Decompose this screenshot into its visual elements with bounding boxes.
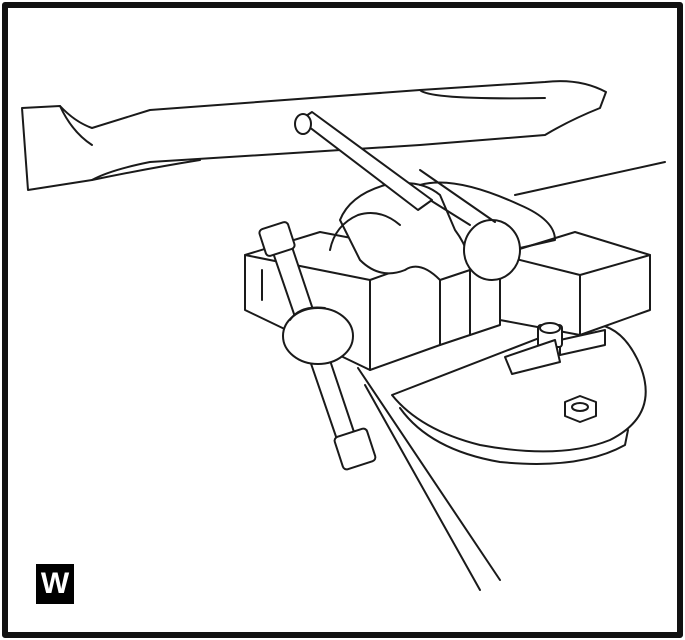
pipe-handle	[294, 111, 433, 211]
mower-blade	[21, 80, 607, 191]
bench-vise	[244, 169, 651, 371]
lock-pin	[504, 322, 563, 375]
figure-label: W	[36, 564, 74, 604]
workbench	[357, 161, 666, 591]
vise-handle	[258, 221, 377, 471]
mounting-bolt	[564, 395, 597, 423]
